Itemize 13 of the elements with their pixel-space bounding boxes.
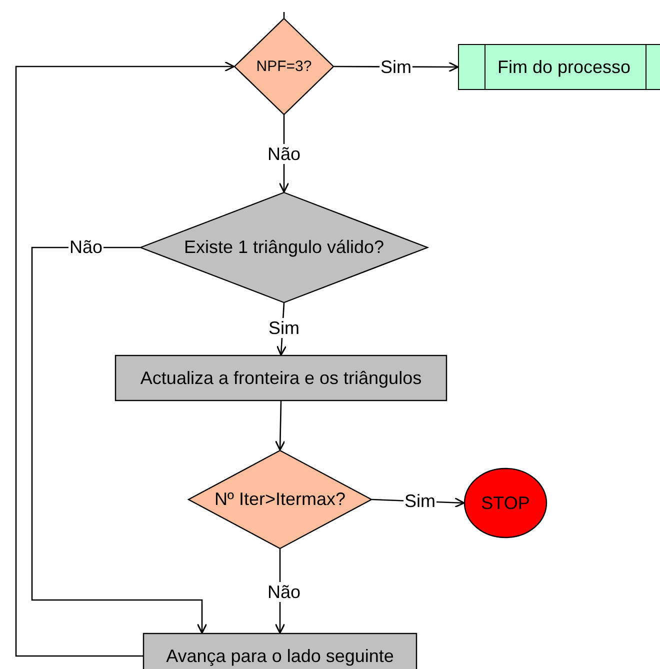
node-label: Actualiza a fronteira e os triângulos: [140, 368, 422, 388]
node-label: Fim do processo: [497, 56, 631, 78]
arrow: [15, 61, 235, 657]
arrow: [274, 400, 286, 451]
node-label: NPF=3?: [256, 58, 312, 75]
node-label: Nº Iter>Itermax?: [214, 489, 346, 510]
edge-label: Sim: [268, 318, 300, 338]
node-label: Avança para o lado seguinte: [166, 646, 394, 666]
node-label: STOP: [481, 492, 530, 514]
arrow: [31, 246, 208, 634]
edge-label: Não: [266, 582, 302, 602]
node-label: Existe 1 triângulo válido?: [184, 237, 384, 258]
edge-label: Não: [266, 144, 302, 164]
